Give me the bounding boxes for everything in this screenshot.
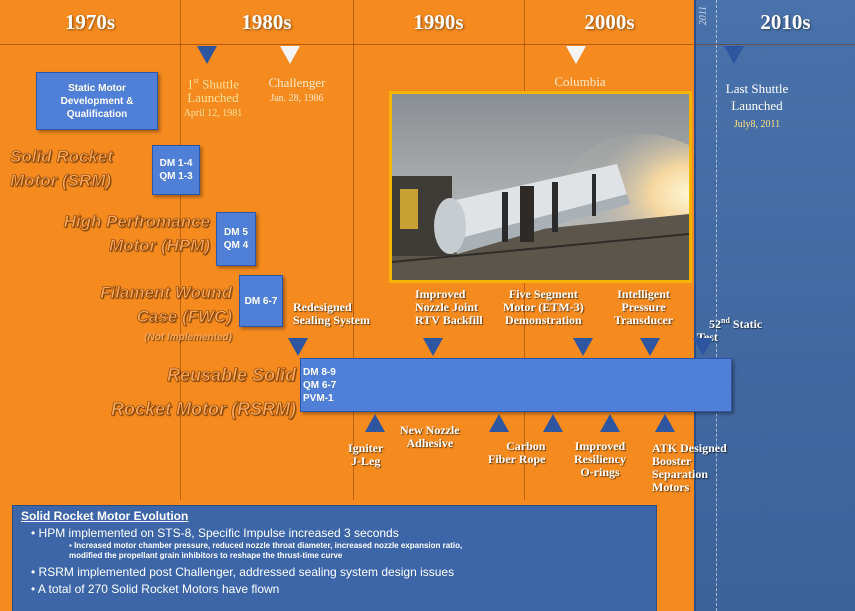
nozzle-adhesive-marker bbox=[489, 414, 509, 432]
summary-bullet-1-text: HPM implemented on STS-8, Specific Impul… bbox=[38, 526, 399, 540]
fwc-line1: Filament Wound bbox=[100, 283, 233, 303]
rsrm-bar: DM 8-9 QM 6-7 PVM-1 bbox=[300, 358, 732, 412]
summary-bullet-2: • RSRM implemented post Challenger, addr… bbox=[31, 565, 455, 579]
decade-line-1980 bbox=[180, 0, 181, 500]
fwc-tests-text: DM 6-7 bbox=[244, 295, 278, 307]
summary-sub-2: modified the propellant grain inhibitors… bbox=[69, 551, 343, 560]
decade-line-1990 bbox=[353, 0, 354, 500]
pressure-transducer-label: Intelligent Pressure Transducer bbox=[614, 287, 674, 327]
fwc-label: Filament Wound Case (FWC) bbox=[60, 281, 233, 329]
decade-1970s: 1970s bbox=[64, 9, 116, 34]
fwc-line2: Case (FWC) bbox=[136, 307, 232, 327]
rsrm-tests-text: DM 8-9 QM 6-7 PVM-1 bbox=[303, 366, 337, 404]
srm-label: Solid Rocket Motor (SRM) bbox=[10, 145, 140, 193]
challenger-marker bbox=[280, 46, 300, 64]
photo-scene bbox=[392, 94, 689, 280]
summary-bullet-3: • A total of 270 Solid Rocket Motors hav… bbox=[31, 582, 280, 596]
challenger-date: Jan. 28, 1986 bbox=[270, 93, 324, 104]
2010s-panel bbox=[695, 0, 855, 611]
hpm-line2: Motor (HPM) bbox=[108, 236, 211, 256]
srm-tests-text: DM 1-4 QM 1-3 bbox=[159, 158, 193, 182]
summary-bullet-1: • HPM implemented on STS-8, Specific Imp… bbox=[31, 526, 399, 540]
static-52-marker bbox=[693, 338, 713, 356]
static-52-num: 52 bbox=[709, 317, 721, 331]
carbon-fiber-label: Carbon Fiber Rope bbox=[488, 439, 546, 466]
last-shuttle-line1: Last Shuttle bbox=[725, 81, 789, 96]
fwc-tests-box: DM 6-7 bbox=[239, 275, 283, 327]
hpm-tests-box: DM 5 QM 4 bbox=[216, 212, 256, 266]
nozzle-joint-marker bbox=[423, 338, 443, 356]
rsrm-line1: Reusable Solid bbox=[166, 365, 297, 386]
igniter-marker bbox=[365, 414, 385, 432]
last-shuttle-marker bbox=[724, 46, 744, 64]
first-shuttle-line2: Launched bbox=[187, 90, 239, 106]
five-segment-label: Five Segment Motor (ETM-3) Demonstration bbox=[503, 287, 584, 327]
last-shuttle-line2: Launched bbox=[731, 98, 783, 113]
columbia-title: Columbia bbox=[554, 74, 606, 89]
carbon-fiber-marker bbox=[543, 414, 563, 432]
last-shuttle-date: July8, 2011 bbox=[733, 119, 781, 130]
srm-tests-box: DM 1-4 QM 1-3 bbox=[152, 145, 200, 195]
rsrm-line2: Rocket Motor (RSRM) bbox=[111, 399, 297, 420]
five-segment-marker bbox=[573, 338, 593, 356]
first-shuttle-marker bbox=[197, 46, 217, 64]
first-shuttle-label: 1st Shuttle Launched April 12, 1981 bbox=[170, 74, 256, 121]
orings-label: Improved Resiliency O-rings bbox=[574, 439, 626, 479]
srm-line1: Solid Rocket bbox=[10, 147, 114, 167]
decade-1980s: 1980s bbox=[241, 9, 292, 34]
decade-1990s: 1990s bbox=[413, 9, 464, 34]
redesigned-marker bbox=[288, 338, 308, 356]
hpm-label: High Perfromance Motor (HPM) bbox=[30, 210, 210, 258]
columbia-marker bbox=[566, 46, 586, 64]
fwc-note: (Not Implemented) bbox=[144, 332, 232, 343]
igniter-label: Igniter J-Leg bbox=[348, 441, 384, 468]
first-shuttle-num: 1 bbox=[187, 76, 194, 92]
pressure-marker bbox=[640, 338, 660, 356]
panel-divider bbox=[694, 0, 696, 611]
summary-title: Solid Rocket Motor Evolution bbox=[21, 509, 189, 523]
redesigned-sealing-label: Redesigned Sealing System bbox=[293, 300, 371, 327]
decade-2010s: 2010s bbox=[760, 9, 811, 34]
panel-divider-dashed bbox=[716, 0, 717, 611]
challenger-title: Challenger bbox=[268, 75, 326, 90]
static-motor-box: Static Motor Development & Qualification bbox=[36, 72, 158, 130]
atk-marker bbox=[655, 414, 675, 432]
srm-line2: Motor (SRM) bbox=[10, 171, 112, 191]
hpm-line1: High Perfromance bbox=[63, 212, 210, 232]
hpm-tests-text: DM 5 QM 4 bbox=[223, 227, 249, 251]
static-motor-text: Static Motor Development & Qualification bbox=[60, 82, 134, 120]
decade-2000s: 2000s bbox=[584, 9, 635, 34]
side-year-label: 2011 bbox=[698, 6, 709, 26]
summary-bullet-3-text: A total of 270 Solid Rocket Motors have … bbox=[37, 582, 280, 596]
atk-label: ATK Designed Booster Separation Motors bbox=[652, 441, 727, 494]
rocket-motor-test-photo bbox=[389, 91, 692, 283]
orings-marker bbox=[600, 414, 620, 432]
first-shuttle-date: April 12, 1981 bbox=[183, 108, 243, 120]
challenger-label: Challenger Jan. 28, 1986 bbox=[252, 76, 342, 106]
summary-sub-1: ▪ Increased motor chamber pressure, redu… bbox=[69, 541, 463, 550]
summary-bullet-2-text: RSRM implemented post Challenger, addres… bbox=[38, 565, 455, 579]
evolution-summary: Solid Rocket Motor Evolution • HPM imple… bbox=[12, 505, 657, 611]
header-band bbox=[0, 0, 855, 45]
nozzle-adhesive-label: New Nozzle Adhesive bbox=[400, 423, 460, 450]
last-shuttle-label: Last Shuttle Launched July8, 2011 bbox=[712, 80, 802, 133]
summary-sub-1-text: Increased motor chamber pressure, reduce… bbox=[74, 541, 463, 550]
static-52-sup: nd bbox=[721, 316, 730, 325]
rsrm-label: Reusable Solid Rocket Motor (RSRM) bbox=[70, 358, 297, 426]
nozzle-joint-label: Improved Nozzle Joint RTV Backfill bbox=[415, 287, 483, 327]
first-shuttle-sup: st bbox=[193, 76, 199, 85]
first-shuttle-title: Shuttle bbox=[198, 76, 239, 92]
